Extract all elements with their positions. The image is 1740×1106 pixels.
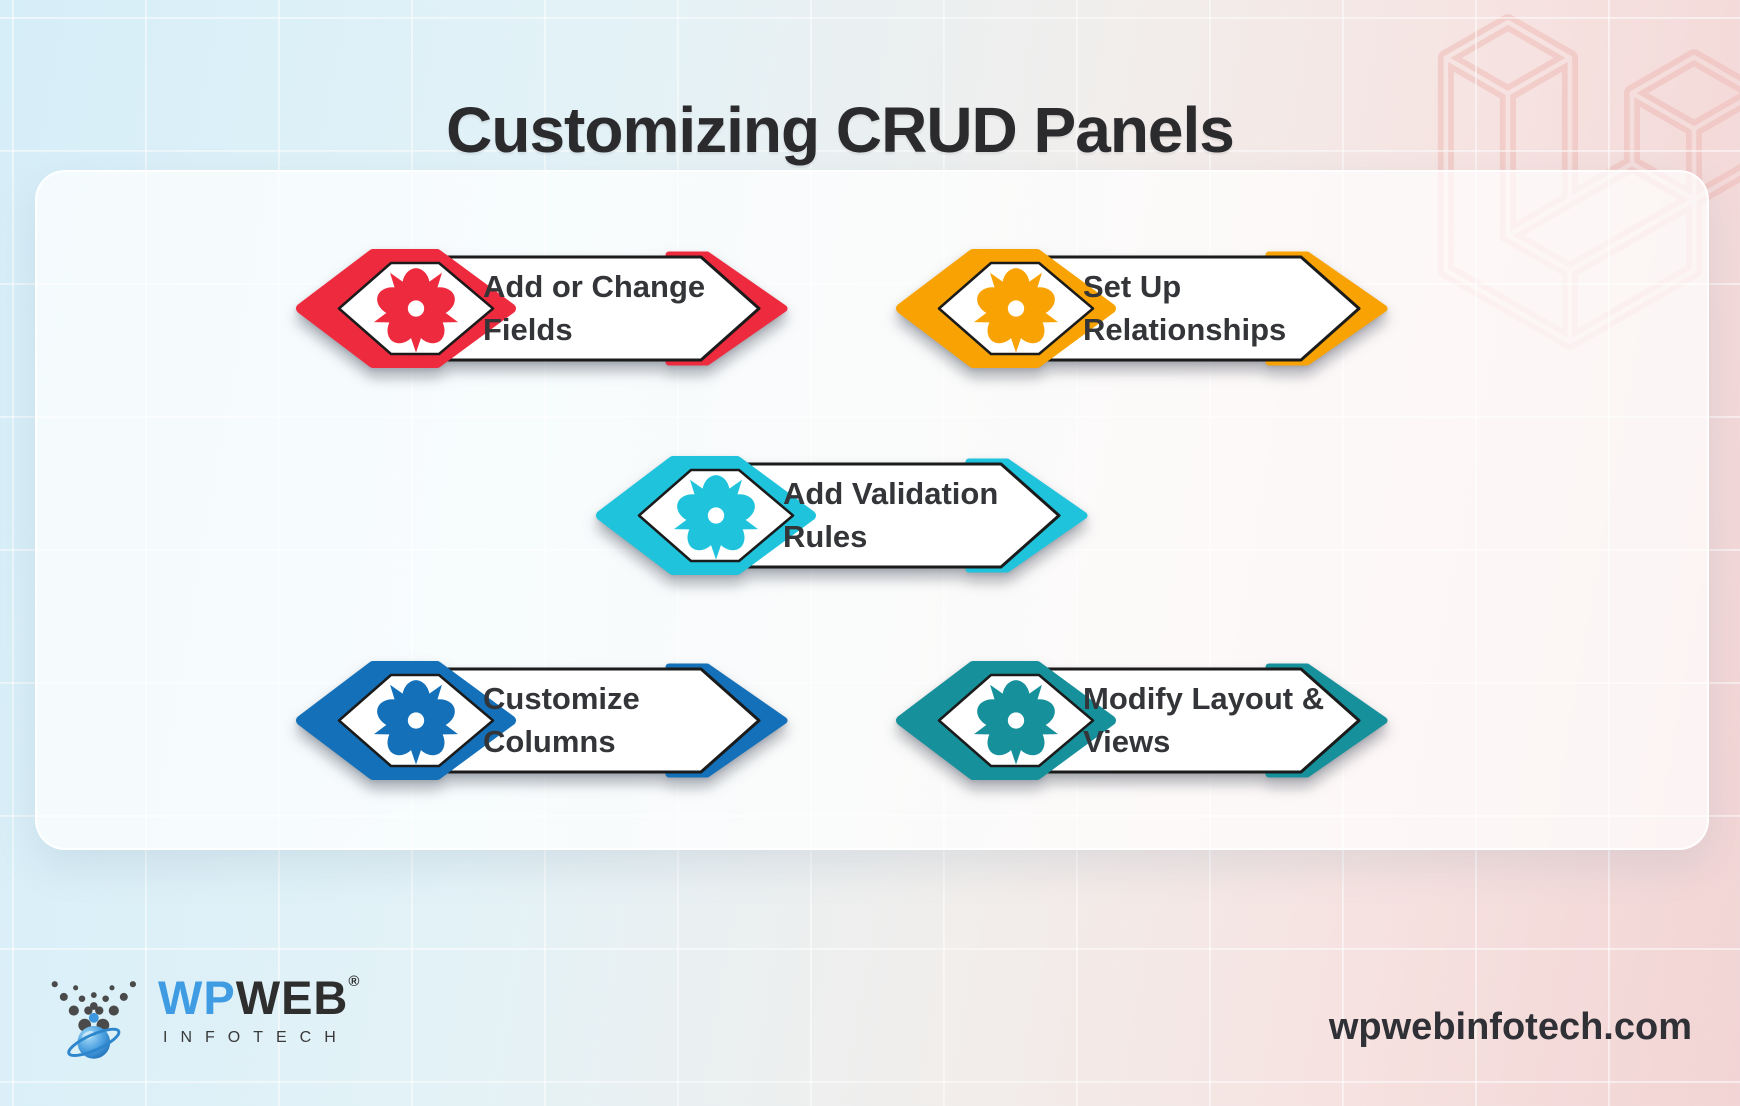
content-card: Add or Change Fields Set Up Relationship… (35, 170, 1709, 850)
registered-trademark-symbol: ® (348, 973, 361, 990)
logo-web: WEB (235, 971, 349, 1024)
badge-label: Customize Columns (483, 680, 640, 759)
wpweb-wordmark: WPWEB® (158, 974, 360, 1021)
badge-label: Add or Change Fields (483, 268, 706, 347)
badge-modify-layout-views: Modify Layout & Views (887, 657, 1397, 784)
badge-add-validation-rules: Add Validation Rules (587, 452, 1097, 579)
wpweb-infotech-logo: WPWEB® INFOTECH (42, 966, 360, 1086)
badge-label: Modify Layout & Views (1083, 680, 1325, 759)
wpweb-logo-text: WPWEB® INFOTECH (158, 966, 360, 1047)
badge-add-or-change-fields: Add or Change Fields (287, 245, 797, 372)
badge-customize-columns: Customize Columns (287, 657, 797, 784)
website-url: wpwebinfotech.com (1328, 1006, 1692, 1048)
badge-label: Set Up Relationships (1083, 268, 1287, 347)
logo-wp: WP (158, 971, 236, 1024)
badge-label: Add Validation Rules (783, 475, 999, 554)
logo-subtitle: INFOTECH (163, 1029, 349, 1046)
badge-set-up-relationships: Set Up Relationships (887, 245, 1397, 372)
page-title: Customizing CRUD Panels (446, 93, 1235, 166)
wpweb-globe-mark-icon (51, 981, 136, 1059)
